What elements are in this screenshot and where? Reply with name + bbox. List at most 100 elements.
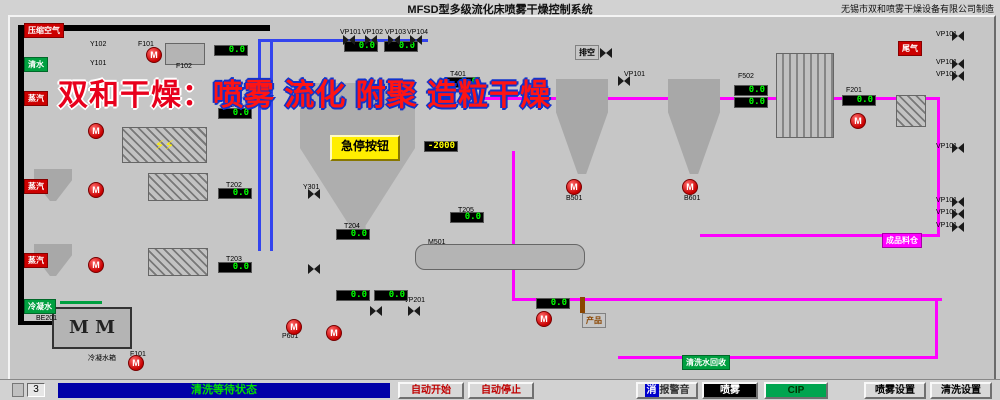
page-number[interactable]: 3 [27,383,45,397]
pipe [18,321,64,325]
valve-icon[interactable] [952,197,964,207]
stream-label: 蒸汽 [24,179,48,194]
status-bar: 清洗等待状态 [58,383,390,398]
value-display: 0.0 [218,188,252,199]
equipment-tag: VP101 [624,71,646,78]
equipment-tag: Y102 [90,41,107,48]
valve-icon[interactable] [952,209,964,219]
spray-settings-button[interactable]: 喷雾设置 [864,382,926,399]
vessel-cone [668,79,720,174]
stream-label: 冷凝水 [24,299,56,314]
equipment-tag: VP101 [936,59,958,66]
value-display: 0.0 [374,290,408,301]
valve-icon[interactable] [952,31,964,41]
emergency-stop-button[interactable]: 急停按钮 [330,135,400,161]
pipe [18,25,270,31]
valve-icon[interactable] [410,35,422,45]
valve-icon[interactable] [952,143,964,153]
stream-label: 成品料仓 [882,233,922,248]
pipe [700,234,940,237]
equipment-tag: P601 [282,333,299,340]
equipment-tag: B501 [566,195,583,202]
pipe [18,25,24,325]
vessel-cone [556,79,608,174]
equipment-tag: F502 [738,73,754,80]
equipment-tag: VP102 [362,29,384,36]
vessel-tank: M M [52,307,132,349]
value-display: 0.0 [536,298,570,309]
equipment-tag: VP101 [936,31,958,38]
equipment-tag: T205 [458,207,474,214]
pump-motor[interactable]: M [850,113,866,129]
stream-label: 产品 [582,313,606,328]
auto-start-button[interactable]: 自动开始 [398,382,464,399]
equipment-tag: 冷凝水箱 [88,355,116,362]
pipe [937,97,940,237]
equipment-tag: F201 [846,87,862,94]
valve-icon[interactable] [365,35,377,45]
equipment-tag: T202 [226,182,242,189]
valve-icon[interactable] [370,306,382,316]
valve-icon[interactable] [308,189,320,199]
vessel-hatch-flash: ⚡⚡ [122,127,207,163]
equipment-tag: VP101 [936,71,958,78]
value-display: 0.0 [336,229,370,240]
equipment-tag: F101 [130,351,146,358]
vessel-hatch [148,173,208,201]
equipment-tag: VP201 [404,297,426,304]
pump-motor[interactable]: M [286,319,302,335]
stream-label: 尾气 [898,41,922,56]
stream-label: 蒸汽 [24,91,48,106]
mute-prefix: 消 [644,384,659,397]
value-display: 0.0 [734,85,768,96]
pump-motor[interactable]: M [326,325,342,341]
page-nav-button[interactable] [12,383,24,397]
clean-settings-button[interactable]: 清洗设置 [930,382,992,399]
pump-motor[interactable]: M [146,47,162,63]
stream-label: 蒸汽 [24,253,48,268]
valve-icon[interactable] [618,76,630,86]
bottom-toolbar: 3 清洗等待状态 自动开始自动停止 消报警音喷雾 CIP 喷雾设置清洗设置 [0,379,1000,400]
pump-motor[interactable]: M [128,355,144,371]
valve-icon[interactable] [952,59,964,69]
pump-motor[interactable]: M [682,179,698,195]
vessel-striped [776,53,834,138]
pipe [60,301,102,304]
valve-icon[interactable] [600,48,612,58]
value-display: 0.0 [842,95,876,106]
equipment-tag: Y301 [303,184,320,191]
valve-icon[interactable] [952,222,964,232]
pipe [512,298,942,301]
stream-label: 清洗水回收 [682,355,730,370]
equipment-tag: T201 [226,102,242,109]
equipment-tag: VP101 [936,209,958,216]
pump-motor[interactable]: M [566,179,582,195]
pipe [512,151,515,301]
pipe [258,39,261,251]
equipment-tag: T204 [344,223,360,230]
equipment-tag: VP101 [936,197,958,204]
title-bar: MFSD型多级流化床喷雾干燥控制系统 无锡市双和喷雾干燥设备有限公司制造 [0,0,1000,16]
pump-motor[interactable]: M [536,311,552,327]
vessel-rounded [415,244,585,270]
value-display: 0.0 [218,108,252,119]
pump-motor[interactable]: M [88,257,104,273]
valve-icon[interactable] [408,306,420,316]
valve-icon[interactable] [952,71,964,81]
equipment-tag: T203 [226,256,242,263]
equipment-tag: VP101 [936,143,958,150]
value-display: 0.0 [450,212,484,223]
vessel-hatch [896,95,926,127]
pump-motor[interactable]: M [88,182,104,198]
pump-motor[interactable]: M [88,123,104,139]
cip-button[interactable]: CIP [764,382,828,399]
valve-icon[interactable] [388,35,400,45]
page-title: MFSD型多级流化床喷雾干燥控制系统 [407,4,593,16]
valve-icon[interactable] [343,35,355,45]
valve-icon[interactable] [308,264,320,274]
vessel-box [165,43,205,65]
auto-stop-button[interactable]: 自动停止 [468,382,534,399]
mute-alarm-button[interactable]: 消报警音 [636,382,698,399]
spray-button[interactable]: 喷雾 [702,382,758,399]
